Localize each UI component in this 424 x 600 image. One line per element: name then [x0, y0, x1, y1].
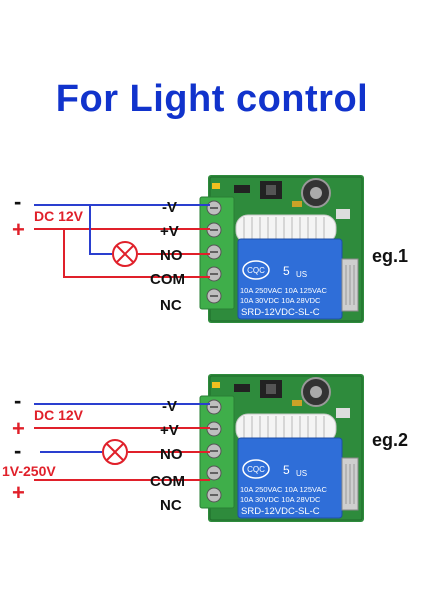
- cqc-mark: CQC: [247, 266, 265, 275]
- cert-mark: US: [296, 469, 307, 478]
- supply-plus-sign: +: [12, 416, 25, 441]
- example-label-1: eg.1: [372, 246, 408, 266]
- cqc-mark: CQC: [247, 465, 265, 474]
- load-minus-sign: -: [14, 438, 21, 463]
- pin-no: NO: [160, 247, 183, 264]
- supply-label: DC 12V: [34, 407, 84, 423]
- relay-rating-1: 10A 250VAC 10A 125VAC: [240, 286, 327, 295]
- load-plus-sign: +: [12, 480, 25, 505]
- pin-minus-v: -V: [162, 199, 177, 216]
- wire-to-com: [63, 229, 210, 278]
- cert-number: 5: [283, 264, 290, 278]
- load-supply-label: 1V-250V: [2, 463, 56, 479]
- pin-com: COM: [150, 473, 185, 490]
- cqc-logo: [242, 459, 270, 479]
- diagram-1: CQC 5 US 10A 250VAC 10A 125VAC 10A 30VDC…: [12, 174, 408, 324]
- supply-minus-sign: -: [14, 189, 21, 214]
- lamp-icon: [102, 439, 128, 465]
- pin-plus-v: +V: [160, 422, 179, 439]
- pin-nc: NC: [160, 297, 182, 314]
- lamp-icon: [112, 241, 138, 267]
- page-title: For Light control: [55, 78, 369, 120]
- diagram-2: CQC 5 US 10A 250VAC 10A 125VAC 10A 30VDC…: [2, 373, 408, 523]
- supply-plus-sign: +: [12, 217, 25, 242]
- cert-mark: US: [296, 270, 307, 279]
- cqc-logo: [242, 260, 270, 280]
- pin-nc: NC: [160, 497, 182, 514]
- example-label-2: eg.2: [372, 430, 408, 450]
- relay-rating-2: 10A 30VDC 10A 28VDC: [240, 296, 321, 305]
- supply-label: DC 12V: [34, 208, 84, 224]
- relay-rating-2: 10A 30VDC 10A 28VDC: [240, 495, 321, 504]
- pin-no: NO: [160, 446, 183, 463]
- relay-model: SRD-12VDC-SL-C: [241, 307, 320, 318]
- cert-number: 5: [283, 463, 290, 477]
- supply-minus-sign: -: [14, 388, 21, 413]
- relay-rating-1: 10A 250VAC 10A 125VAC: [240, 485, 327, 494]
- pin-plus-v: +V: [160, 223, 179, 240]
- pin-minus-v: -V: [162, 398, 177, 415]
- wire-to-lamp: [89, 205, 112, 255]
- pin-com: COM: [150, 271, 185, 288]
- relay-model: SRD-12VDC-SL-C: [241, 506, 320, 517]
